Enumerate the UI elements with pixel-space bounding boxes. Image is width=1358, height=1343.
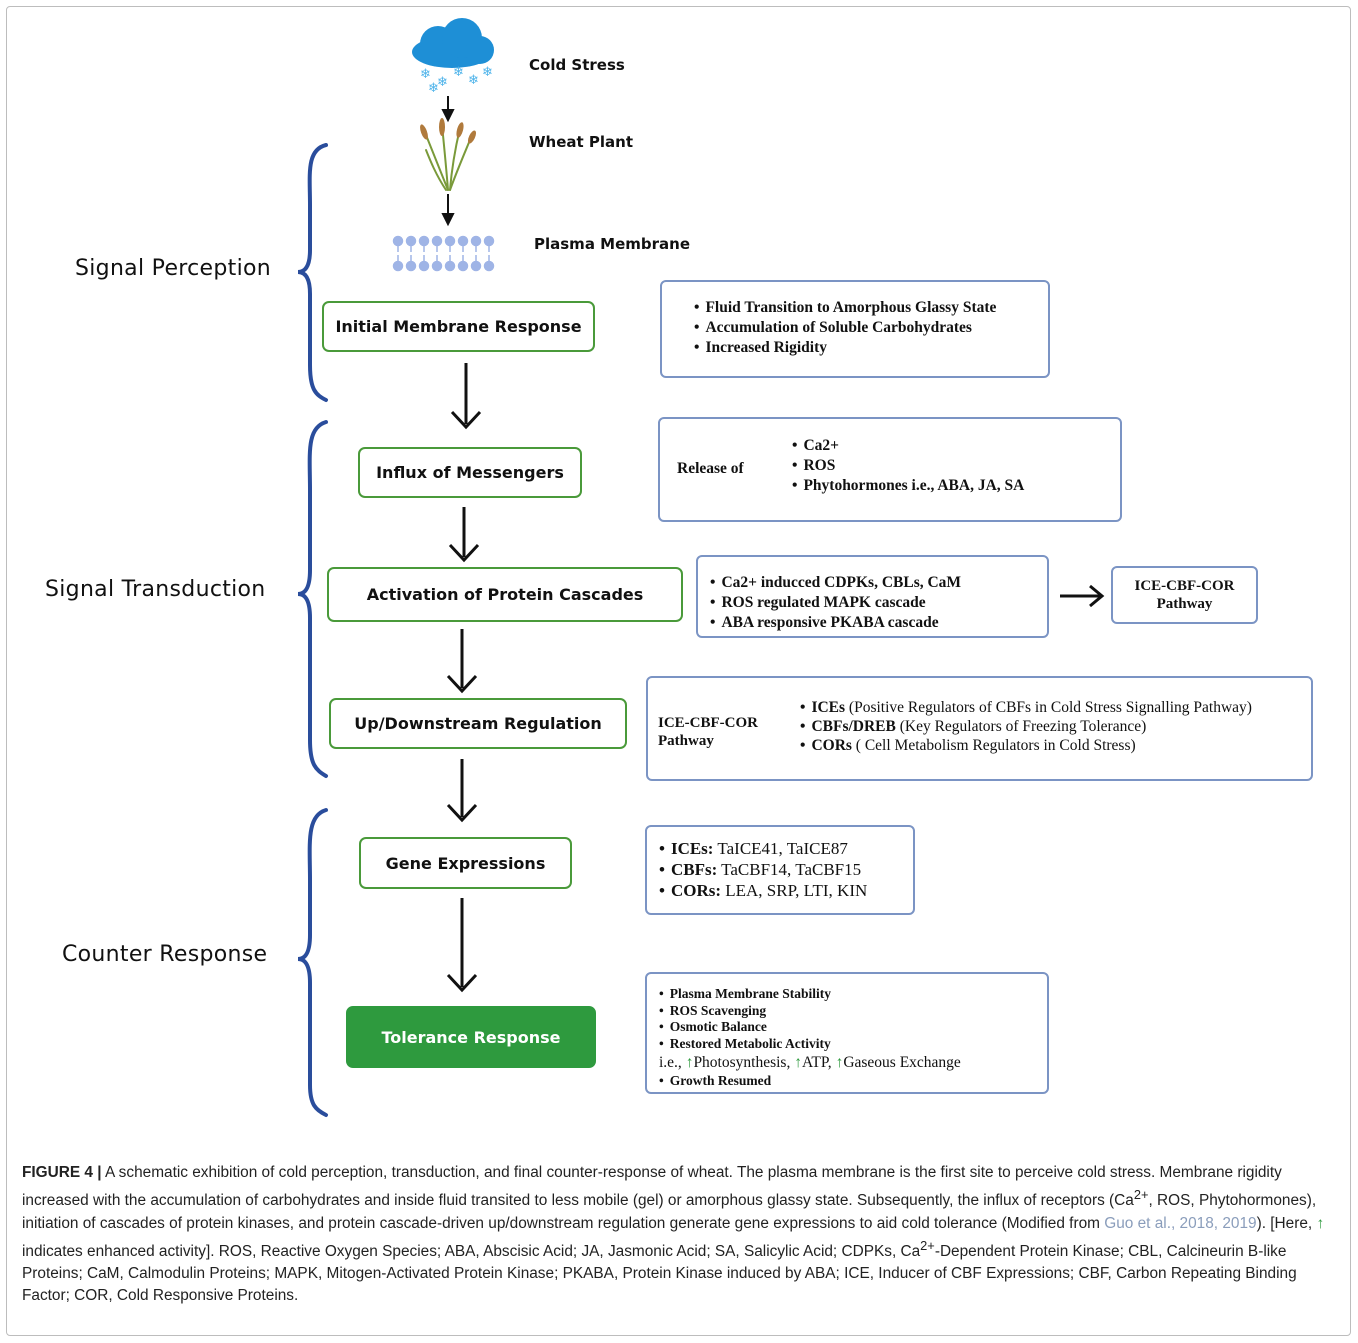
detail-item: CBFs/DREB (Key Regulators of Freezing To… [800,717,1252,736]
detail-term: CBFs: [670,860,718,879]
reference-link[interactable]: Guo et al., 2018, 2019 [1104,1214,1257,1232]
tolerance-details: Plasma Membrane Stability ROS Scavenging… [645,972,1049,1094]
plasma-membrane-icon [392,235,495,272]
detail-term: ICEs [811,699,846,716]
svg-text:❄: ❄ [437,75,448,90]
detail-term: CBFs/DREB [811,718,896,735]
detail-term: CORs: [670,881,722,900]
detail-item: ICEs (Positive Regulators of CBFs in Col… [800,698,1252,717]
tolerance-ie-line: i.e., ↑Photosynthesis, ↑ATP, ↑Gaseous Ex… [659,1052,1047,1073]
detail-text: (Key Regulators of Freezing Tolerance) [895,718,1147,735]
release-label: Release of [677,460,744,477]
detail-item: Fluid Transition to Amorphous Glassy Sta… [694,298,1048,318]
ie-photosynthesis: Photosynthesis, [693,1054,795,1071]
flow-arrows [446,363,1105,993]
step-gene-expressions: Gene Expressions [359,837,572,889]
ie-gaseous-exchange: Gaseous Exchange [843,1054,961,1071]
caption-text: , ROS, Phytohormones), initiation of cas… [22,1192,1317,1232]
detail-term: CORs [811,737,852,754]
figure-caption: FIGURE 4 | A schematic exhibition of col… [22,1162,1340,1307]
svg-text:❄: ❄ [482,65,493,80]
detail-item: CORs ( Cell Metabolism Regulators in Col… [800,736,1252,755]
caption-superscript: 2+ [1133,1187,1149,1203]
detail-term: ICEs: [670,839,714,858]
wheat-plant-label: Wheat Plant [529,133,634,151]
detail-item: Increased Rigidity [694,338,1048,358]
regulation-pathway-label: ICE-CBF-COR Pathway [658,715,758,749]
wheat-plant-icon [420,118,477,191]
svg-text:❄: ❄ [420,67,431,82]
stage-signal-perception: Signal Perception [75,256,271,281]
gene-expression-details: ICEs: TaICE41, TaICE87 CBFs: TaCBF14, Ta… [645,825,915,915]
detail-item: Restored Metabolic Activity [659,1036,1047,1053]
diagram-graphics: ❄❄❄ ❄❄❄ [297,18,1105,1117]
caption-text: A schematic exhibition of cold perceptio… [22,1164,1282,1210]
stage-braces [297,143,328,1117]
up-arrow-icon: ↑ [1316,1214,1325,1232]
figure-label: FIGURE 4 | [22,1164,102,1181]
up-arrow-icon: ↑ [794,1054,802,1071]
caption-superscript: 2+ [920,1237,935,1253]
svg-text:❄: ❄ [468,73,479,88]
protein-cascade-details: Ca2+ inducced CDPKs, CBLs, CaM ROS regul… [696,555,1049,638]
membrane-response-details: Fluid Transition to Amorphous Glassy Sta… [660,280,1050,378]
caption-text: -Dependent Protein Kinase; CBL, Calcineu… [22,1242,1297,1305]
detail-item: Ca2+ [792,436,1024,456]
regulation-details: ICE-CBF-COR Pathway ICEs (Positive Regul… [646,676,1313,781]
detail-item: Accumulation of Soluble Carbohydrates [694,318,1048,338]
plasma-membrane-label: Plasma Membrane [534,235,690,253]
detail-item: Osmotic Balance [659,1019,1047,1036]
step-up-downstream-regulation: Up/Downstream Regulation [329,698,627,749]
detail-text: TaICE41, TaICE87 [713,839,848,858]
detail-text: ( Cell Metabolism Regulators in Cold Str… [851,737,1136,754]
stage-counter-response: Counter Response [62,942,268,967]
detail-item: Phytohormones i.e., ABA, JA, SA [792,476,1024,496]
detail-item: Growth Resumed [659,1073,1047,1090]
caption-text: ). [Here, [1256,1214,1317,1232]
figure-frame [6,6,1351,1336]
detail-text: TaCBF14, TaCBF15 [717,860,862,879]
up-arrow-icon: ↑ [835,1054,844,1071]
ice-cbf-cor-pathway-box: ICE-CBF-COR Pathway [1111,566,1258,624]
snow-cloud-icon: ❄❄❄ ❄❄❄ [412,18,494,96]
detail-text: (Positive Regulators of CBFs in Cold Str… [845,699,1252,716]
ie-atp: ATP, [801,1054,836,1071]
ie-prefix: i.e., [659,1054,686,1071]
svg-text:❄: ❄ [453,65,464,80]
stage-signal-transduction: Signal Transduction [45,577,266,602]
svg-text:❄: ❄ [428,81,439,96]
caption-text: indicates enhanced activity]. ROS, React… [22,1242,921,1260]
cold-stress-label: Cold Stress [529,56,625,74]
step-influx-of-messengers: Influx of Messengers [358,447,582,498]
detail-item: Ca2+ inducced CDPKs, CBLs, CaM [710,573,1047,593]
step-initial-membrane-response: Initial Membrane Response [322,301,595,352]
up-arrow-icon: ↑ [685,1054,694,1071]
messenger-release-details: Release of Ca2+ ROS Phytohormones i.e., … [658,417,1122,522]
detail-item: ABA responsive PKABA cascade [710,613,1047,633]
detail-text: LEA, SRP, LTI, KIN [721,881,868,900]
step-tolerance-response: Tolerance Response [346,1006,596,1068]
detail-item: ROS regulated MAPK cascade [710,593,1047,613]
detail-item: CBFs: TaCBF14, TaCBF15 [659,859,913,880]
step-activation-protein-cascades: Activation of Protein Cascades [327,567,683,622]
detail-item: CORs: LEA, SRP, LTI, KIN [659,880,913,901]
detail-item: Plasma Membrane Stability [659,986,1047,1003]
detail-item: ICEs: TaICE41, TaICE87 [659,838,913,859]
detail-item: ROS Scavenging [659,1003,1047,1020]
pathway-label: ICE-CBF-COR Pathway [1134,578,1235,612]
detail-item: ROS [792,456,1024,476]
